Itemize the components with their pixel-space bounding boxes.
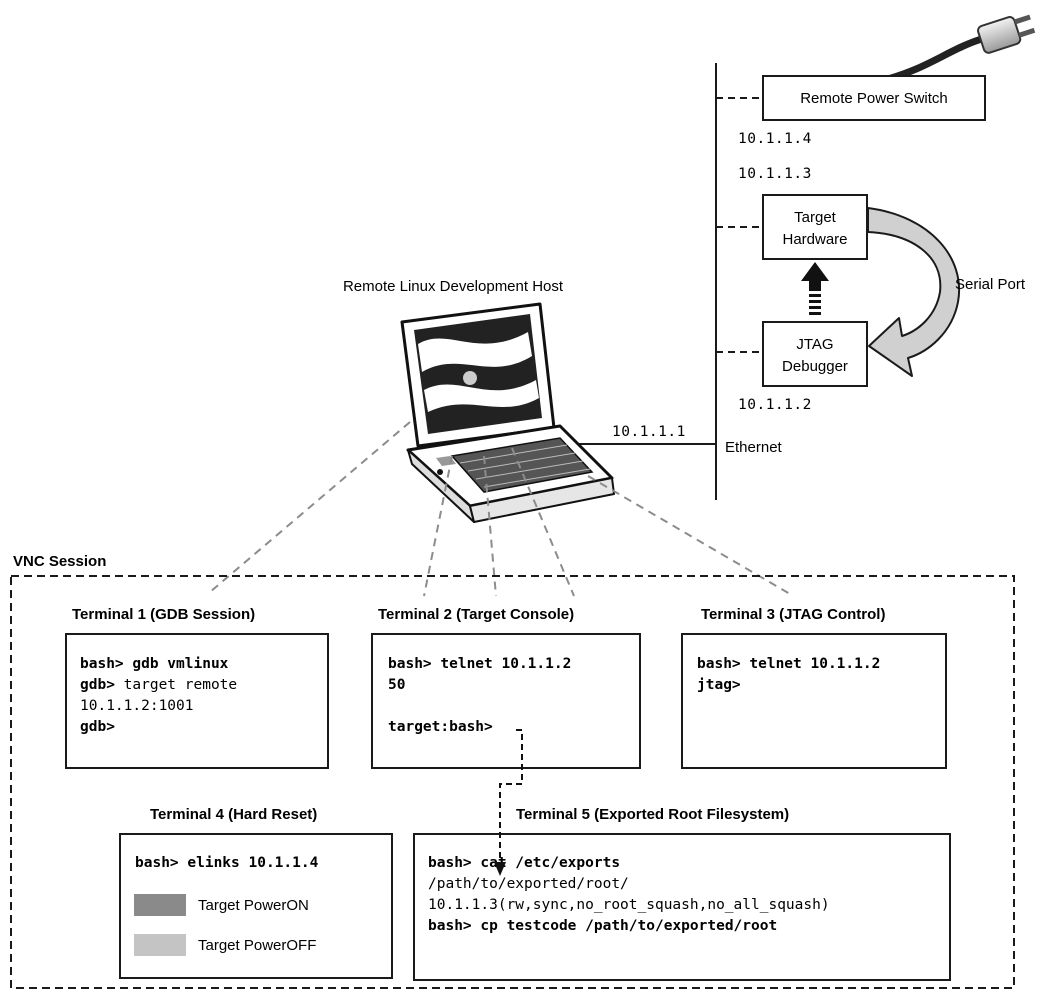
terminal1-line4: gdb> bbox=[80, 719, 115, 735]
terminal2: Terminal 2 (Target Console) bash> telnet… bbox=[371, 606, 641, 769]
host-label: Remote Linux Development Host bbox=[343, 278, 564, 295]
jtag-debugger-box bbox=[762, 321, 868, 387]
terminal5: Terminal 5 (Exported Root Filesystem) ba… bbox=[413, 806, 951, 981]
terminal5-line2: /path/to/exported/root/ bbox=[428, 876, 629, 892]
terminal3-window[interactable] bbox=[681, 633, 947, 769]
terminal3-title: Terminal 3 (JTAG Control) bbox=[701, 606, 885, 623]
jtag-debugger-label-line1: JTAG bbox=[796, 336, 833, 353]
terminal5-line4: bash> cp testcode /path/to/exported/root bbox=[428, 918, 777, 934]
target-hardware-box bbox=[762, 194, 868, 260]
serial-port-arrow-icon bbox=[867, 207, 961, 377]
console-to-rootfs-arrow-icon bbox=[494, 729, 523, 876]
terminal5-line3: 10.1.1.3(rw,sync,no_root_squash,no_all_s… bbox=[428, 897, 830, 913]
remote-power-switch-ip: 10.1.1.4 bbox=[738, 131, 812, 147]
jtag-debugger-label-line2: Debugger bbox=[782, 358, 848, 375]
terminal1: Terminal 1 (GDB Session) bash> gdb vmlin… bbox=[65, 606, 329, 769]
terminal4-title: Terminal 4 (Hard Reset) bbox=[150, 806, 317, 823]
laptop-icon bbox=[400, 302, 615, 523]
jtag-to-target-arrow-icon bbox=[801, 262, 829, 315]
terminal2-title: Terminal 2 (Target Console) bbox=[378, 606, 574, 623]
target-hardware-label-line2: Hardware bbox=[782, 231, 847, 248]
vnc-session-label: VNC Session bbox=[13, 553, 106, 570]
target-hardware-ip: 10.1.1.3 bbox=[738, 166, 812, 182]
remote-power-switch-label: Remote Power Switch bbox=[800, 90, 948, 107]
terminal1-line2: gdb> target remote bbox=[80, 677, 237, 693]
terminal4-command: bash> elinks 10.1.1.4 bbox=[135, 855, 319, 871]
host-ip-label: 10.1.1.1 bbox=[612, 424, 686, 440]
jtag-debugger-ip: 10.1.1.2 bbox=[738, 397, 812, 413]
terminal2-line1: bash> telnet 10.1.1.2 bbox=[388, 656, 571, 672]
link-terminal3 bbox=[587, 475, 791, 595]
terminal5-line1: bash> cat /etc/exports bbox=[428, 855, 620, 871]
link-terminal2-a bbox=[423, 455, 453, 597]
ethernet-label: Ethernet bbox=[725, 439, 783, 456]
target-hardware-label-line1: Target bbox=[794, 209, 837, 226]
terminal3-line1: bash> telnet 10.1.1.2 bbox=[697, 656, 880, 672]
serial-port-label: Serial Port bbox=[955, 276, 1026, 293]
terminal2-window[interactable] bbox=[371, 633, 641, 769]
terminal1-line1: bash> gdb vmlinux bbox=[80, 656, 229, 672]
vnc-links bbox=[209, 421, 791, 597]
jtag-debugger: JTAG Debugger 10.1.1.2 bbox=[738, 321, 868, 413]
terminal5-window[interactable] bbox=[413, 833, 951, 981]
terminal3-line2: jtag> bbox=[697, 677, 741, 693]
link-terminal2-c bbox=[511, 447, 575, 597]
terminal1-window[interactable] bbox=[65, 633, 329, 769]
target-hardware: 10.1.1.3 Target Hardware bbox=[738, 166, 868, 260]
terminal4: Terminal 4 (Hard Reset) bash> elinks 10.… bbox=[119, 806, 393, 979]
terminal1-line3: 10.1.1.2:1001 bbox=[80, 698, 194, 714]
target-poweron-button[interactable] bbox=[134, 894, 186, 916]
link-terminal1 bbox=[209, 421, 411, 593]
terminal5-title: Terminal 5 (Exported Root Filesystem) bbox=[516, 806, 789, 823]
target-poweroff-label: Target PowerOFF bbox=[198, 937, 316, 954]
target-poweron-label: Target PowerON bbox=[198, 897, 309, 914]
power-plug-icon bbox=[880, 14, 1036, 84]
ethernet-network: 10.1.1.1 Ethernet bbox=[572, 63, 783, 500]
terminal3: Terminal 3 (JTAG Control) bash> telnet 1… bbox=[681, 606, 947, 769]
vnc-session-frame bbox=[10, 575, 1015, 989]
remote-power-switch-box bbox=[762, 75, 986, 121]
link-terminal2-b bbox=[483, 455, 497, 597]
target-poweroff-button[interactable] bbox=[134, 934, 186, 956]
terminal2-line2: 50 bbox=[388, 677, 405, 693]
terminal1-title: Terminal 1 (GDB Session) bbox=[72, 606, 255, 623]
terminal2-line4: target:bash> bbox=[388, 719, 493, 735]
remote-power-switch: Remote Power Switch 10.1.1.4 bbox=[738, 75, 986, 147]
